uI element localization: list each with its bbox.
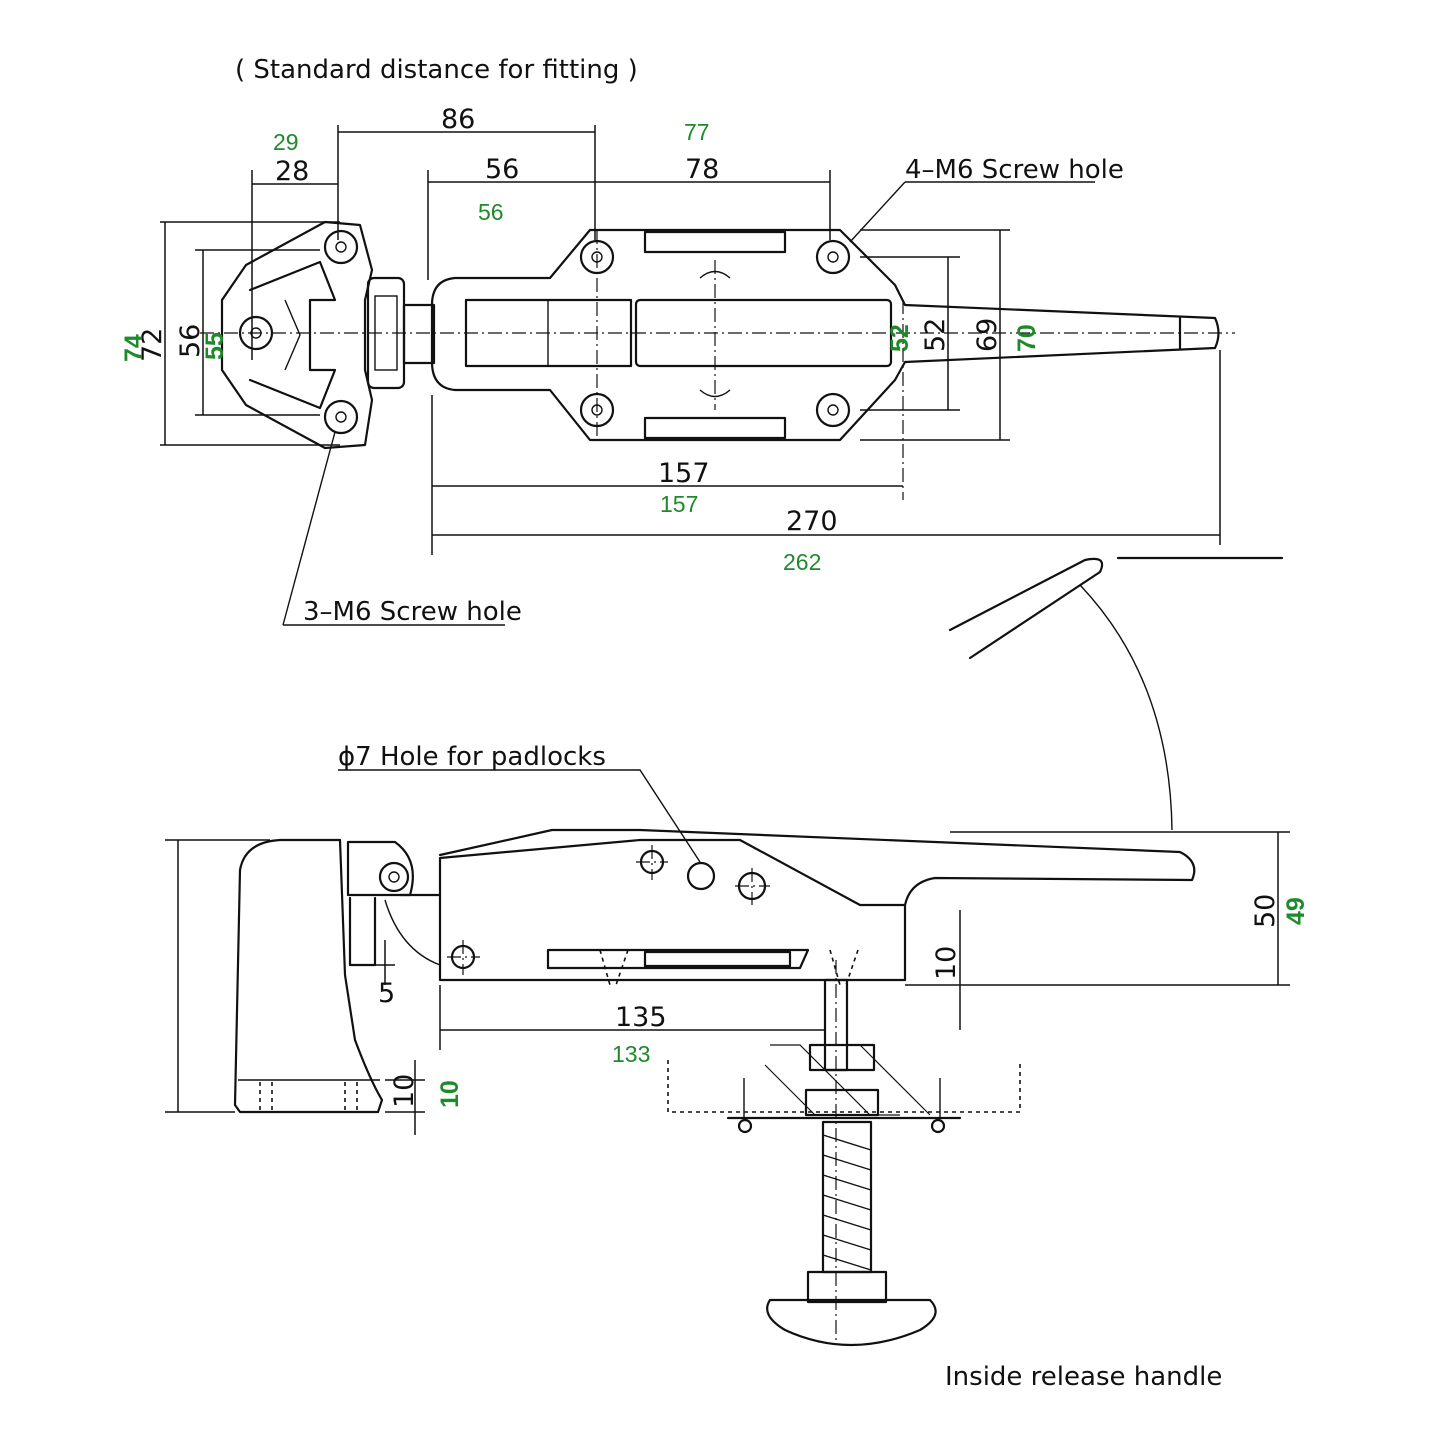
dim-10-low: 10 bbox=[389, 1074, 420, 1108]
measured-56: 56 bbox=[478, 199, 504, 225]
dim-56-top: 56 bbox=[485, 154, 519, 185]
dim-135: 135 bbox=[615, 1002, 667, 1033]
label-4-m6-screw-hole: 4–M6 Screw hole bbox=[905, 155, 1124, 185]
measured-262: 262 bbox=[783, 549, 821, 575]
dim-72: 72 bbox=[137, 328, 168, 362]
measured-29: 29 bbox=[273, 129, 299, 155]
dim-86: 86 bbox=[441, 104, 475, 135]
measured-74: 74 bbox=[120, 334, 148, 362]
measured-52: 52 bbox=[886, 324, 914, 352]
dim-157: 157 bbox=[658, 458, 710, 489]
label-padlock-hole: ϕ7 Hole for padlocks bbox=[338, 742, 606, 772]
measured-157: 157 bbox=[660, 491, 698, 517]
label-inside-release-handle: Inside release handle bbox=[945, 1362, 1222, 1392]
measured-70: 70 bbox=[1013, 324, 1041, 352]
measured-133: 133 bbox=[612, 1041, 650, 1067]
dim-50: 50 bbox=[1250, 894, 1281, 928]
drawing-title: ( Standard distance for fitting ) bbox=[235, 55, 638, 85]
label-3-m6-screw-hole: 3–M6 Screw hole bbox=[303, 597, 522, 627]
measured-77: 77 bbox=[684, 119, 710, 145]
dim-270: 270 bbox=[786, 506, 838, 537]
dim-56-left: 56 bbox=[175, 324, 206, 358]
dim-78: 78 bbox=[685, 154, 719, 185]
dim-10-mid: 10 bbox=[931, 946, 962, 980]
dim-28: 28 bbox=[275, 156, 309, 187]
dim-5: 5 bbox=[378, 978, 395, 1009]
measured-10: 10 bbox=[436, 1080, 464, 1108]
measured-55: 55 bbox=[201, 332, 229, 360]
top-view bbox=[160, 125, 1235, 626]
dim-52: 52 bbox=[920, 318, 951, 352]
dim-69: 69 bbox=[972, 318, 1003, 352]
side-view bbox=[165, 556, 1290, 1347]
measured-49: 49 bbox=[1282, 897, 1310, 925]
